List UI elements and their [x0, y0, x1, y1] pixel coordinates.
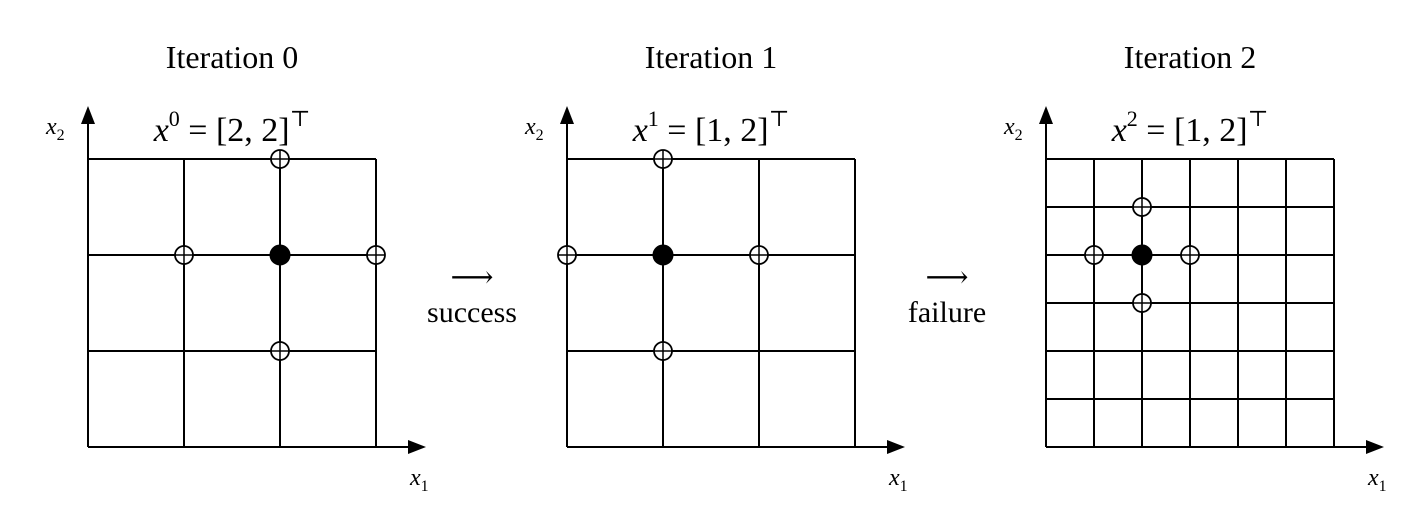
- panel-title: Iteration 1: [645, 39, 777, 75]
- x-axis-label: x1: [1367, 465, 1387, 495]
- panel-title: Iteration 2: [1124, 39, 1256, 75]
- poll-points: [557, 149, 769, 361]
- y-axis-arrowhead: [560, 106, 574, 124]
- poll-point: [174, 245, 194, 265]
- poll-point: [1180, 245, 1200, 265]
- panel-iteration-0: Iteration 0 x0 = [2, 2]⊤ x2 x1: [45, 39, 429, 495]
- poll-point: [270, 149, 290, 169]
- mesh-grid: [567, 158, 856, 447]
- y-axis-label: x2: [524, 114, 544, 144]
- y-axis-label: x2: [1003, 114, 1023, 144]
- poll-point: [366, 245, 386, 265]
- mesh-grid: [88, 158, 377, 447]
- incumbent-point: [269, 244, 291, 266]
- iterate-label: x0 = [2, 2]⊤: [153, 106, 311, 149]
- x-axis-arrowhead: [887, 440, 905, 454]
- transition-success: ⟶ success: [427, 261, 517, 329]
- transition-arrow: ⟶: [450, 261, 493, 294]
- x-axis-label: x1: [409, 465, 429, 495]
- y-axis-arrowhead: [1039, 106, 1053, 124]
- x-axis-arrowhead: [1366, 440, 1384, 454]
- iterate-label: x1 = [1, 2]⊤: [632, 106, 790, 149]
- y-axis-arrowhead: [81, 106, 95, 124]
- transition-label: failure: [908, 296, 986, 329]
- poll-point: [1084, 245, 1104, 265]
- panel-iteration-2: Iteration 2 x2 = [1, 2]⊤ x2 x1: [1003, 39, 1387, 495]
- axes: [1039, 106, 1384, 454]
- poll-point: [653, 341, 673, 361]
- axes: [560, 106, 905, 454]
- poll-points: [174, 149, 386, 361]
- incumbent-points: [1131, 244, 1153, 266]
- mesh-grid: [1046, 158, 1335, 447]
- panel-iteration-1: Iteration 1 x1 = [1, 2]⊤ x2 x1: [524, 39, 908, 495]
- poll-point: [653, 149, 673, 169]
- x-axis-label: x1: [888, 465, 908, 495]
- incumbent-point: [1131, 244, 1153, 266]
- y-axis-label: x2: [45, 114, 65, 144]
- transition-arrow: ⟶: [925, 261, 968, 294]
- iterate-label: x2 = [1, 2]⊤: [1111, 106, 1269, 149]
- incumbent-points: [652, 244, 674, 266]
- incumbent-point: [652, 244, 674, 266]
- poll-point: [557, 245, 577, 265]
- poll-points: [1084, 197, 1200, 313]
- transition-failure: ⟶ failure: [908, 261, 986, 329]
- panel-title: Iteration 0: [166, 39, 298, 75]
- x-axis-arrowhead: [408, 440, 426, 454]
- poll-point: [749, 245, 769, 265]
- incumbent-points: [269, 244, 291, 266]
- poll-point: [1132, 293, 1152, 313]
- axes: [81, 106, 426, 454]
- transition-label: success: [427, 296, 517, 329]
- poll-point: [1132, 197, 1152, 217]
- poll-point: [270, 341, 290, 361]
